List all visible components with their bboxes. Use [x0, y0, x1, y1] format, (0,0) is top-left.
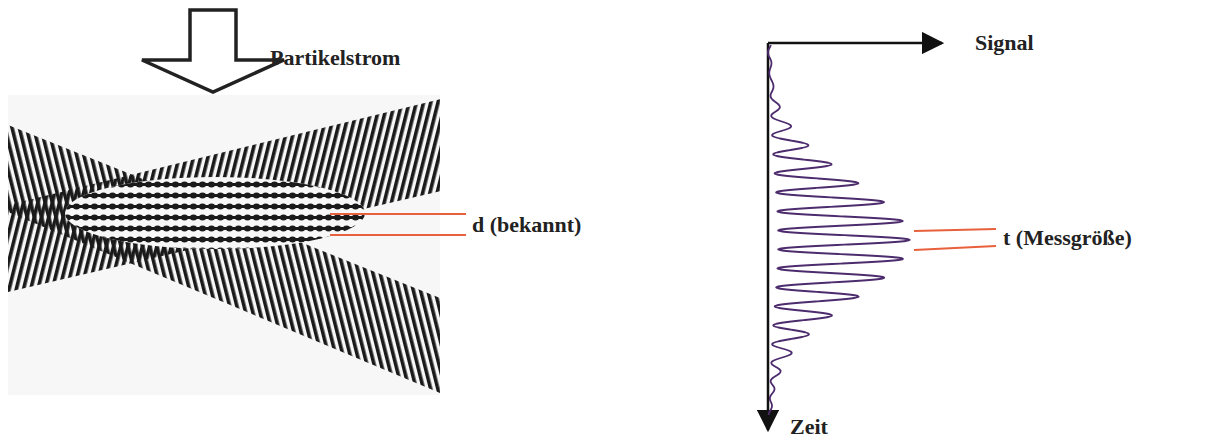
leader-line: [914, 229, 996, 231]
leader-line: [914, 246, 996, 250]
leader-line: [330, 213, 466, 215]
signal-axis: [768, 42, 942, 45]
axis-label: Zeit: [790, 414, 828, 440]
flow-arrow: [142, 10, 284, 92]
time-axis: [767, 43, 770, 430]
axis-label: Signal: [975, 30, 1034, 56]
burst-signal: [768, 45, 910, 415]
dimension-label: d (bekannt): [472, 212, 581, 238]
interference-fringes: [65, 177, 365, 249]
flow-label: Partikelstrom: [270, 45, 400, 71]
measuring-volume: [65, 177, 365, 249]
laser-beam: [8, 98, 440, 292]
dimension-label: t (Messgröße): [1003, 225, 1132, 251]
leader-line: [330, 234, 466, 236]
